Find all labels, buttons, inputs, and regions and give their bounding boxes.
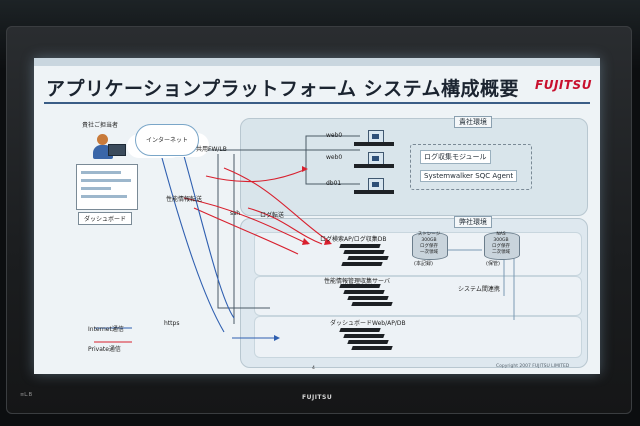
https-label: https (164, 320, 179, 327)
dashboard-server-label: ダッシュボードWeb/AP/DB (330, 318, 406, 327)
storage-line-4: 一次領域 (412, 250, 446, 256)
storage-db-icon: ストレージ 300GB ログ保存 一次領域 (412, 228, 446, 258)
monitor-model-label: ≡L.B (20, 392, 32, 398)
server-db01-label: db01 (326, 180, 341, 187)
laptop-icon (108, 144, 126, 156)
copyright: Copyright 2007 FUJITSU LIMITED (496, 364, 569, 369)
log-db-server-label: ログ検索AP/ログ収集DB (320, 234, 386, 243)
server-web0-top-label: web0 (326, 132, 342, 139)
internet-cloud: インターネット (135, 124, 199, 156)
nas-note: (保管) (486, 260, 500, 267)
user-label: 貴社ご担当者 (82, 120, 118, 129)
slide-screen: アプリケーションプラットフォーム システム構成概要 FUJITSU 貴社環境 弊… (34, 58, 600, 374)
ssh-label: ssh (230, 210, 240, 217)
internet-label: インターネット (146, 135, 188, 144)
dashboard-button: ダッシュボード (78, 212, 132, 225)
server-web0-bottom-icon (368, 152, 398, 166)
nas-line-4: 二次領域 (484, 250, 518, 256)
nas-db-icon: NAS 300GB ログ保存 二次領域 (484, 228, 518, 258)
server-web0-top-icon (368, 130, 398, 144)
legend-internet-label: Internet通信 (88, 324, 124, 333)
monitor-brand: FUJITSU (302, 394, 332, 401)
system-link-label: システム間連携 (458, 284, 500, 293)
legend-private-label: Private通信 (88, 344, 121, 353)
fw-label: 共用FW/LB (196, 144, 227, 153)
server-db01-icon (368, 178, 398, 192)
dashboard-screenshot (76, 164, 138, 210)
page-number: 4 (312, 366, 315, 371)
log-transfer-label: ログ転送 (260, 210, 284, 219)
perf-transfer-label: 性能情報転送 (166, 194, 202, 203)
storage-note: (本記録) (414, 260, 433, 267)
server-web0-bottom-label: web0 (326, 154, 342, 161)
